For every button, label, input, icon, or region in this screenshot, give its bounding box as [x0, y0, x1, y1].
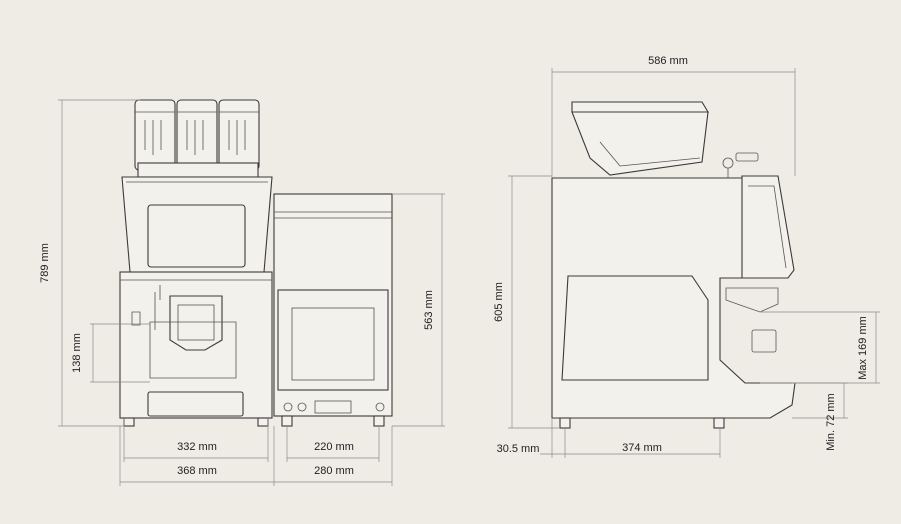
label-side-inner: 220 mm: [314, 441, 354, 453]
label-width-outer: 368 mm: [177, 465, 217, 477]
side-window: [561, 275, 709, 381]
front-view-machine: [119, 99, 273, 427]
label-depth-top: 586 mm: [648, 55, 688, 67]
label-height-total: 789 mm: [39, 243, 51, 283]
label-width-inner: 332 mm: [177, 441, 217, 453]
side-front-panel: [741, 175, 795, 279]
side-dimension-lines: [508, 68, 880, 458]
drip-tray: [147, 391, 244, 417]
side-hopper: [571, 111, 709, 176]
bean-hoppers: [134, 99, 260, 178]
side-unit-door: [277, 289, 389, 391]
label-foot-span: 374 mm: [622, 442, 662, 454]
dimension-labels: 789 mm 138 mm 563 mm 332 mm 368 mm 220 m…: [39, 55, 869, 477]
label-cup-max: Max 169 mm: [857, 316, 869, 380]
lock-key-icon: [722, 157, 734, 169]
label-side-outer: 280 mm: [314, 465, 354, 477]
label-foot-offset: 30.5 mm: [497, 443, 540, 455]
label-side-height-605: 605 mm: [493, 282, 505, 322]
side-view-machine: [551, 101, 796, 429]
coffee-spout: [169, 295, 223, 351]
label-height-spout: 138 mm: [71, 333, 83, 373]
display-screen: [147, 204, 246, 268]
label-side-height: 563 mm: [423, 290, 435, 330]
front-body: [119, 271, 273, 419]
label-cup-min: Min. 72 mm: [825, 393, 837, 450]
front-dimension-lines: [58, 99, 445, 486]
front-view-side-unit: [273, 193, 393, 427]
side-unit-body: [273, 193, 393, 417]
